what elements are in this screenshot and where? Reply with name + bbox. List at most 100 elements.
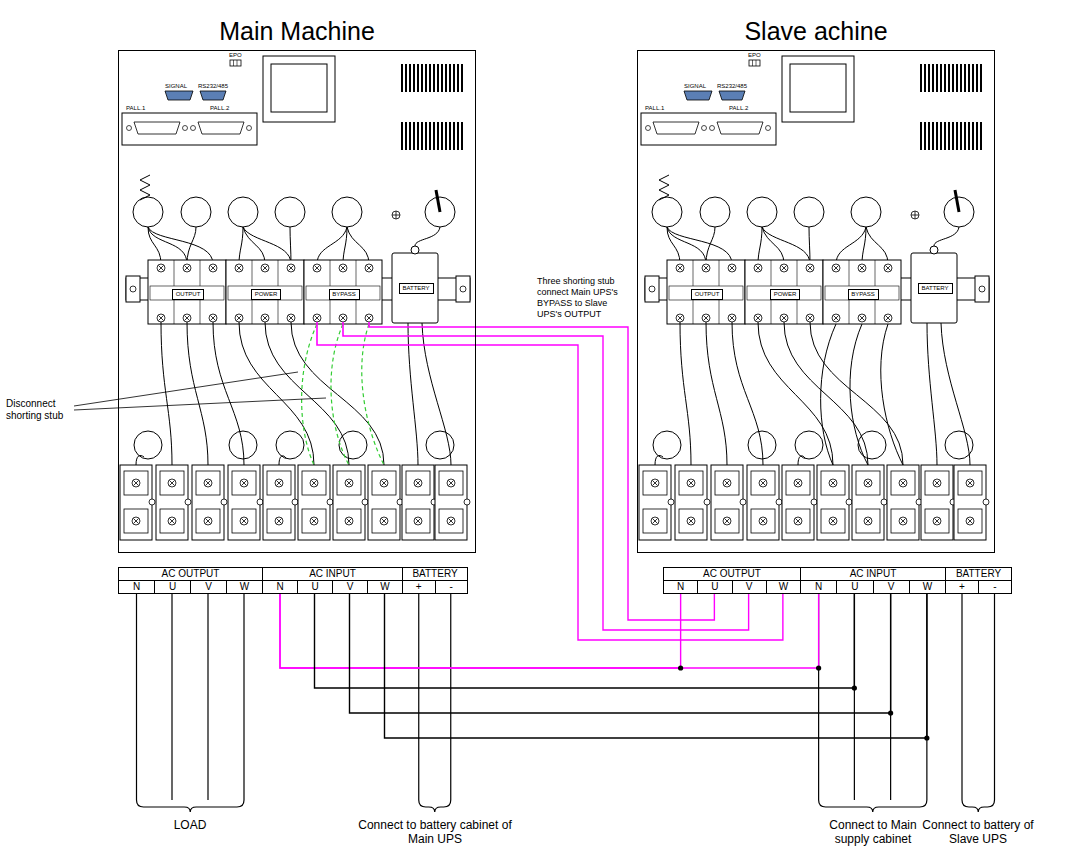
port-label: PALL.2 xyxy=(210,105,229,112)
brace xyxy=(419,800,451,812)
lead-wires xyxy=(137,594,995,812)
terminal-name: V xyxy=(190,581,226,593)
port-label: RS232/485 xyxy=(198,83,228,90)
port-label: PALL.2 xyxy=(729,105,748,112)
breaker-name: POWER xyxy=(773,291,797,298)
terminal-name: + xyxy=(946,581,978,593)
main-cabinet-drawing xyxy=(120,56,476,540)
breaker-name: BYPASS xyxy=(851,291,876,298)
connection-note: Connect to Main supply cabinet xyxy=(813,818,933,846)
cabinet-title: Main Machine xyxy=(119,17,475,45)
leader-line xyxy=(74,372,326,410)
switch-label: EPO xyxy=(748,52,761,59)
connection-note: Connect to battery of Slave UPS xyxy=(922,818,1034,846)
terminal-group-name: AC INPUT xyxy=(263,568,402,581)
terminal-label-strip: AC INPUTNUVW xyxy=(800,567,946,594)
terminal-block xyxy=(639,465,989,540)
ups-cabinet: Slave achineOUTPUTPOWERBYPASSBATTERY xyxy=(637,50,995,553)
terminal-group-name: AC OUTPUT xyxy=(119,568,262,581)
terminal-name: N xyxy=(664,581,697,593)
breaker-label: BYPASS xyxy=(848,289,879,300)
breaker-label: OUTPUT xyxy=(691,289,723,300)
lead-wire xyxy=(136,594,137,800)
terminal-block xyxy=(120,465,470,540)
terminal-name: W xyxy=(226,581,262,593)
breaker-label: BATTERY xyxy=(399,283,434,294)
breaker-name: POWER xyxy=(254,291,278,298)
breaker-label: POWER xyxy=(251,289,281,300)
lead-wire xyxy=(994,594,995,800)
terminal-label-strip: AC INPUTNUVW xyxy=(262,567,403,594)
breaker-name: OUTPUT xyxy=(175,291,201,298)
junction-dot xyxy=(816,665,821,670)
note: Three shorting stub connect Main UPS's B… xyxy=(537,276,633,320)
wire-connector xyxy=(280,594,681,668)
terminal-group-name: AC INPUT xyxy=(801,568,945,581)
port-label: SIGNAL xyxy=(165,83,187,90)
wire-connector xyxy=(280,594,819,668)
terminal-label-strip: BATTERY+- xyxy=(402,567,468,594)
breaker-label: OUTPUT xyxy=(172,289,204,300)
terminal-name: W xyxy=(367,581,402,593)
callout-note: Disconnect shorting stub xyxy=(6,398,72,422)
terminal-name: N xyxy=(801,581,836,593)
terminal-name: W xyxy=(909,581,945,593)
breaker-name: BYPASS xyxy=(332,291,357,298)
breaker-name: BATTERY xyxy=(921,285,950,292)
cabinet-interior xyxy=(641,56,989,465)
junction-dot xyxy=(924,735,929,740)
brace xyxy=(819,800,927,812)
connectors xyxy=(280,327,927,738)
cabinet-interior xyxy=(122,56,470,465)
lead-wire xyxy=(450,594,451,800)
terminal-name: V xyxy=(732,581,766,593)
terminal-label-strip: AC OUTPUTNUVW xyxy=(118,567,263,594)
lead-wire xyxy=(961,594,962,800)
terminal-name: U xyxy=(836,581,872,593)
terminal-name: - xyxy=(435,581,468,593)
junctions xyxy=(678,665,929,740)
brace xyxy=(962,800,995,812)
terminal-name: U xyxy=(697,581,731,593)
terminal-group-name: AC OUTPUT xyxy=(664,568,800,581)
brace xyxy=(137,800,245,812)
breaker-label: BATTERY xyxy=(918,283,953,294)
terminal-group-name: BATTERY xyxy=(946,568,1011,581)
shorting-stub-wire xyxy=(317,322,476,345)
terminal-name: N xyxy=(263,581,297,593)
wire-connector xyxy=(385,594,927,738)
terminal-name: W xyxy=(766,581,800,593)
cabinet-title: Slave achine xyxy=(638,17,994,45)
terminal-name: - xyxy=(978,581,1011,593)
port-label: RS232/485 xyxy=(717,83,747,90)
breaker-name: OUTPUT xyxy=(694,291,720,298)
wire-connector xyxy=(350,594,891,713)
junction-dot xyxy=(852,685,857,690)
switch-label: EPO xyxy=(229,52,242,59)
lead-wire xyxy=(207,594,208,800)
breaker-name: BATTERY xyxy=(402,285,431,292)
terminal-name: V xyxy=(873,581,909,593)
junction-dot xyxy=(888,710,893,715)
port-label: PALL.1 xyxy=(645,105,664,112)
breaker-label: POWER xyxy=(770,289,800,300)
connection-note: LOAD xyxy=(150,818,230,832)
lead-wire xyxy=(171,594,172,800)
ups-cabinet: Main MachineOUTPUTPOWERBYPASSBATTERY xyxy=(118,50,476,553)
lead-wire xyxy=(243,594,244,800)
slave-cabinet-drawing xyxy=(639,56,989,540)
port-label: PALL.1 xyxy=(126,105,145,112)
shorting-stub xyxy=(821,324,903,465)
terminal-group-name: BATTERY xyxy=(403,568,467,581)
port-label: SIGNAL xyxy=(684,83,706,90)
wire-connector xyxy=(315,594,855,688)
terminal-name: U xyxy=(297,581,332,593)
junction-dot xyxy=(678,665,683,670)
terminal-name: N xyxy=(119,581,154,593)
terminal-label-strip: BATTERY+- xyxy=(945,567,1012,594)
lead-wire xyxy=(418,594,419,800)
